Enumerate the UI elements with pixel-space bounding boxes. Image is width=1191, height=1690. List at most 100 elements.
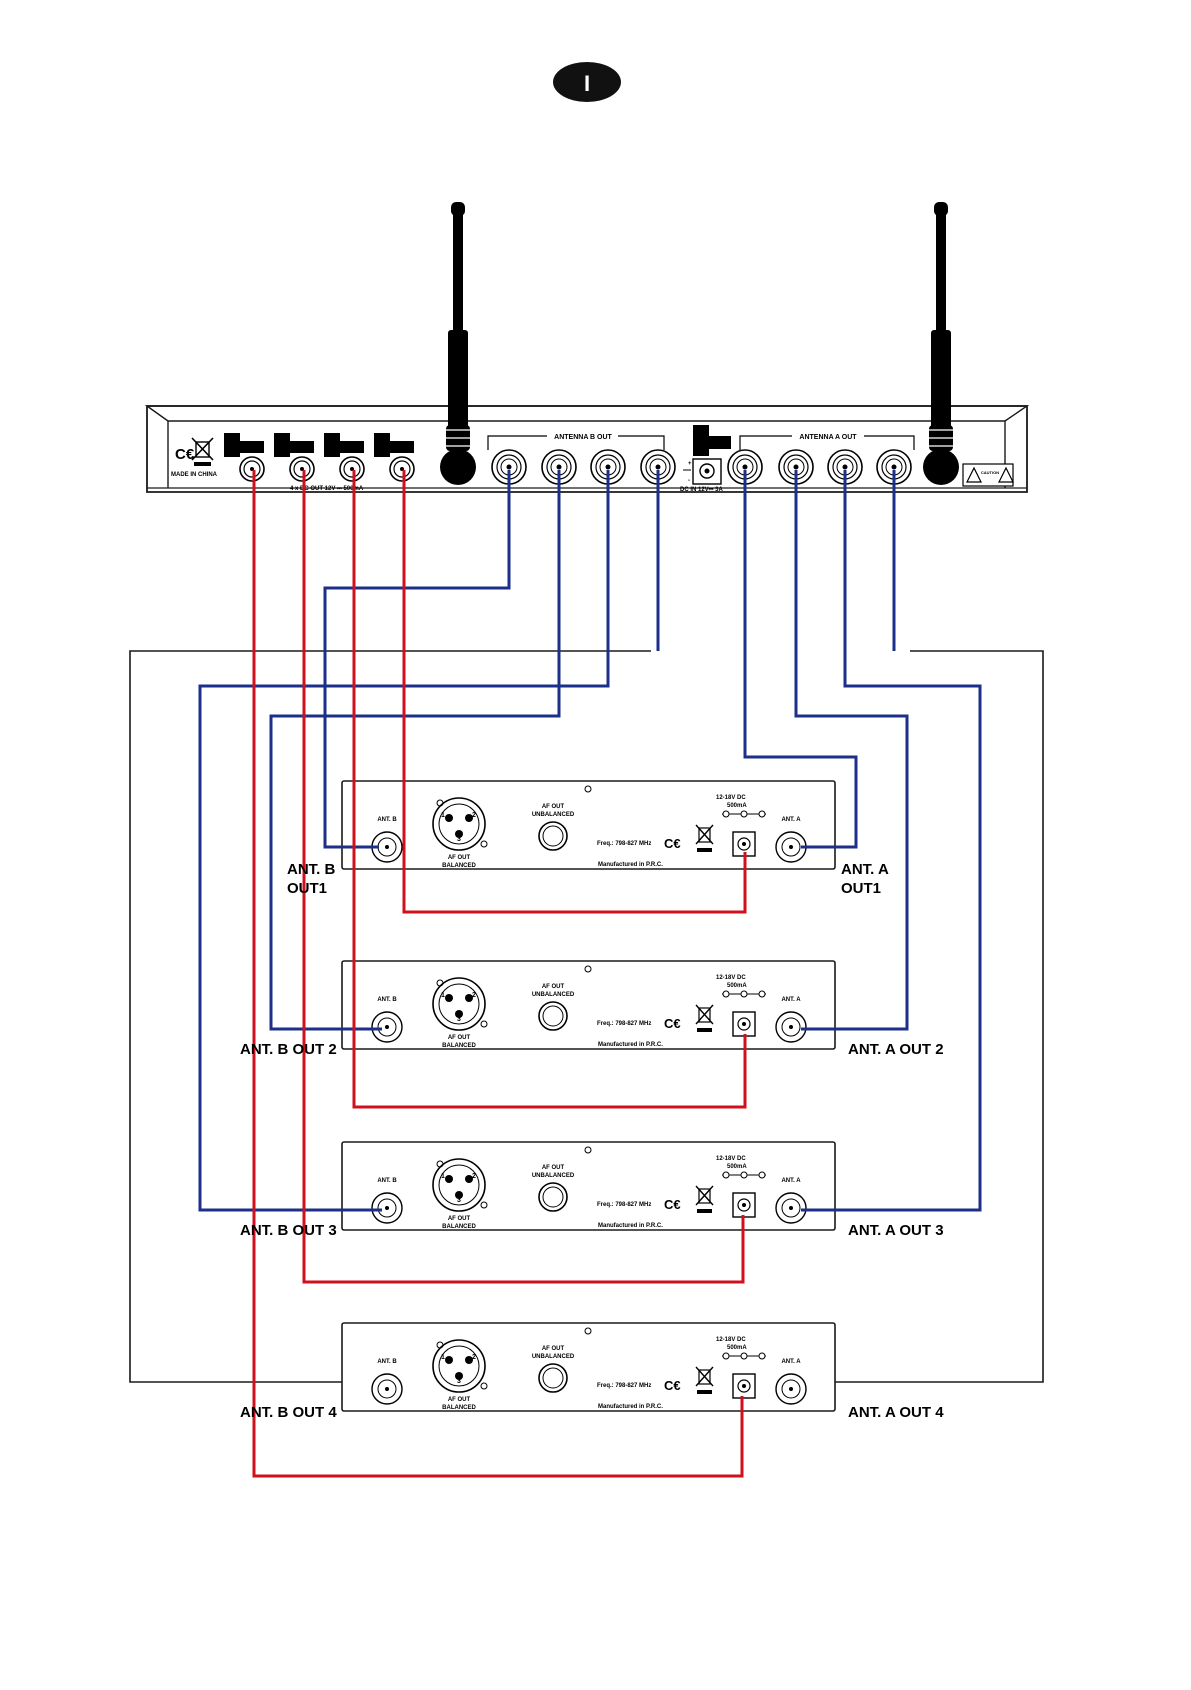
page-badge: I <box>553 62 621 102</box>
af-out-unbal-2: UNBALANCED <box>532 992 575 998</box>
xlr-connector <box>432 977 488 1031</box>
r3-antb-label: ANT. B OUT 3 <box>240 1222 337 1239</box>
r2-antb-label: ANT. B OUT 2 <box>240 1041 337 1058</box>
xlr-pin-3: 3 <box>457 1197 461 1204</box>
cable-b1 <box>323 470 511 849</box>
power-cable-3 <box>302 470 745 1284</box>
polarity-icon <box>722 810 766 818</box>
r1-antb-label-1: ANT. B <box>287 861 336 878</box>
ant-a-text: ANT. A <box>781 1178 801 1184</box>
power-spec-1: 12-18V DC <box>716 1337 746 1343</box>
antenna-a-out-label: ANTENNA A OUT <box>799 434 857 441</box>
unbalanced-jack <box>538 821 568 851</box>
dc-in-jack: + - <box>683 458 722 485</box>
weee-bin-icon <box>695 824 714 852</box>
r1-antb-label-2: OUT1 <box>287 880 327 897</box>
manufactured-text: Manufactured in P.R.C. <box>598 1223 663 1229</box>
xlr-connector <box>432 1339 488 1393</box>
xlr-pin-1: 1 <box>441 1354 445 1361</box>
polarity-icon <box>722 990 766 998</box>
freq-text: Freq.: 798-827 MHz <box>597 841 651 847</box>
xlr-connector <box>432 797 488 851</box>
xlr-pin-1: 1 <box>441 812 445 819</box>
af-out-bal-1: AF OUT <box>448 1035 471 1041</box>
power-cable-2 <box>352 470 747 1109</box>
af-out-unbal-2: UNBALANCED <box>532 812 575 818</box>
af-out-unbal-1: AF OUT <box>542 804 565 810</box>
ce-mark: C€ <box>664 1378 681 1393</box>
unbalanced-jack <box>538 1182 568 1212</box>
antenna-cables <box>198 470 982 1212</box>
power-cable-4 <box>252 470 744 1478</box>
cable-b2 <box>269 470 561 1031</box>
af-out-bal-1: AF OUT <box>448 855 471 861</box>
xlr-pin-3: 3 <box>457 1378 461 1385</box>
antenna-splitter: C€ MADE IN CHINA 4 x DC OUT 12V ⎓ 500mA … <box>144 405 1030 495</box>
r1-anta-label-1: ANT. A <box>841 861 889 878</box>
af-out-bal-1: AF OUT <box>448 1216 471 1222</box>
xlr-connector <box>432 1158 488 1212</box>
dc-in-socket <box>732 1011 756 1037</box>
unbalanced-jack <box>538 1001 568 1031</box>
warning-label: CAUTION <box>962 463 1014 487</box>
ant-b-text: ANT. B <box>377 1359 397 1365</box>
r2-anta-label: ANT. A OUT 2 <box>848 1041 944 1058</box>
ce-mark: C€ <box>175 446 195 463</box>
dc-in-socket <box>732 1373 756 1399</box>
dc-out-connector <box>324 433 365 482</box>
power-spec-1: 12-18V DC <box>716 795 746 801</box>
dc-in-label: DC IN 12V⎓ 3A <box>680 487 723 493</box>
power-spec-1: 12-18V DC <box>716 975 746 981</box>
receivers: ANT. B ANT. A 1 2 3 AF OUT BALANCED AF OUT UNBAL… <box>341 780 836 1412</box>
ant-b-text: ANT. B <box>377 817 397 823</box>
power-spec-2: 500mA <box>727 1345 747 1351</box>
xlr-pin-2: 2 <box>472 992 476 999</box>
xlr-pin-2: 2 <box>472 812 476 819</box>
xlr-pin-2: 2 <box>472 1354 476 1361</box>
xlr-pin-3: 3 <box>457 1016 461 1023</box>
freq-text: Freq.: 798-827 MHz <box>597 1021 651 1027</box>
antenna-left <box>440 202 476 485</box>
power-spec-1: 12-18V DC <box>716 1156 746 1162</box>
antenna-right <box>923 202 959 485</box>
xlr-pin-1: 1 <box>441 1173 445 1180</box>
r3-anta-label: ANT. A OUT 3 <box>848 1222 944 1239</box>
af-out-bal-2: BALANCED <box>442 1224 476 1230</box>
cable-a2 <box>794 470 909 1031</box>
af-out-bal-2: BALANCED <box>442 1405 476 1411</box>
xlr-pin-2: 2 <box>472 1173 476 1180</box>
ant-a-text: ANT. A <box>781 1359 801 1365</box>
warning-text: CAUTION <box>981 470 999 475</box>
manufactured-text: Manufactured in P.R.C. <box>598 1042 663 1048</box>
made-in-text: MADE IN CHINA <box>171 472 218 478</box>
ant-a-socket <box>775 1011 807 1043</box>
ce-mark: C€ <box>664 836 681 851</box>
weee-bin-icon <box>191 437 214 466</box>
ant-a-socket <box>775 1192 807 1224</box>
dc-out-plugs <box>224 433 415 482</box>
manufactured-text: Manufactured in P.R.C. <box>598 1404 663 1410</box>
dc-out-label: 4 x DC OUT 12V ⎓ 500mA <box>290 486 364 492</box>
ant-b-socket <box>371 1373 403 1405</box>
weee-bin-icon <box>695 1366 714 1394</box>
ant-a-text: ANT. A <box>781 997 801 1003</box>
polarity-icon <box>722 1171 766 1179</box>
page-badge-text: I <box>584 71 590 96</box>
af-out-bal-1: AF OUT <box>448 1397 471 1403</box>
af-out-unbal-1: AF OUT <box>542 1346 565 1352</box>
power-spec-2: 500mA <box>727 1164 747 1170</box>
bnc-socket <box>727 449 763 485</box>
ant-a-socket <box>775 1373 807 1405</box>
power-cables <box>252 470 747 1478</box>
power-spec-2: 500mA <box>727 983 747 989</box>
ce-mark: C€ <box>664 1016 681 1031</box>
ant-a-text: ANT. A <box>781 817 801 823</box>
freq-text: Freq.: 798-827 MHz <box>597 1202 651 1208</box>
af-out-bal-2: BALANCED <box>442 1043 476 1049</box>
af-out-bal-2: BALANCED <box>442 863 476 869</box>
dc-out-connector <box>274 433 315 482</box>
